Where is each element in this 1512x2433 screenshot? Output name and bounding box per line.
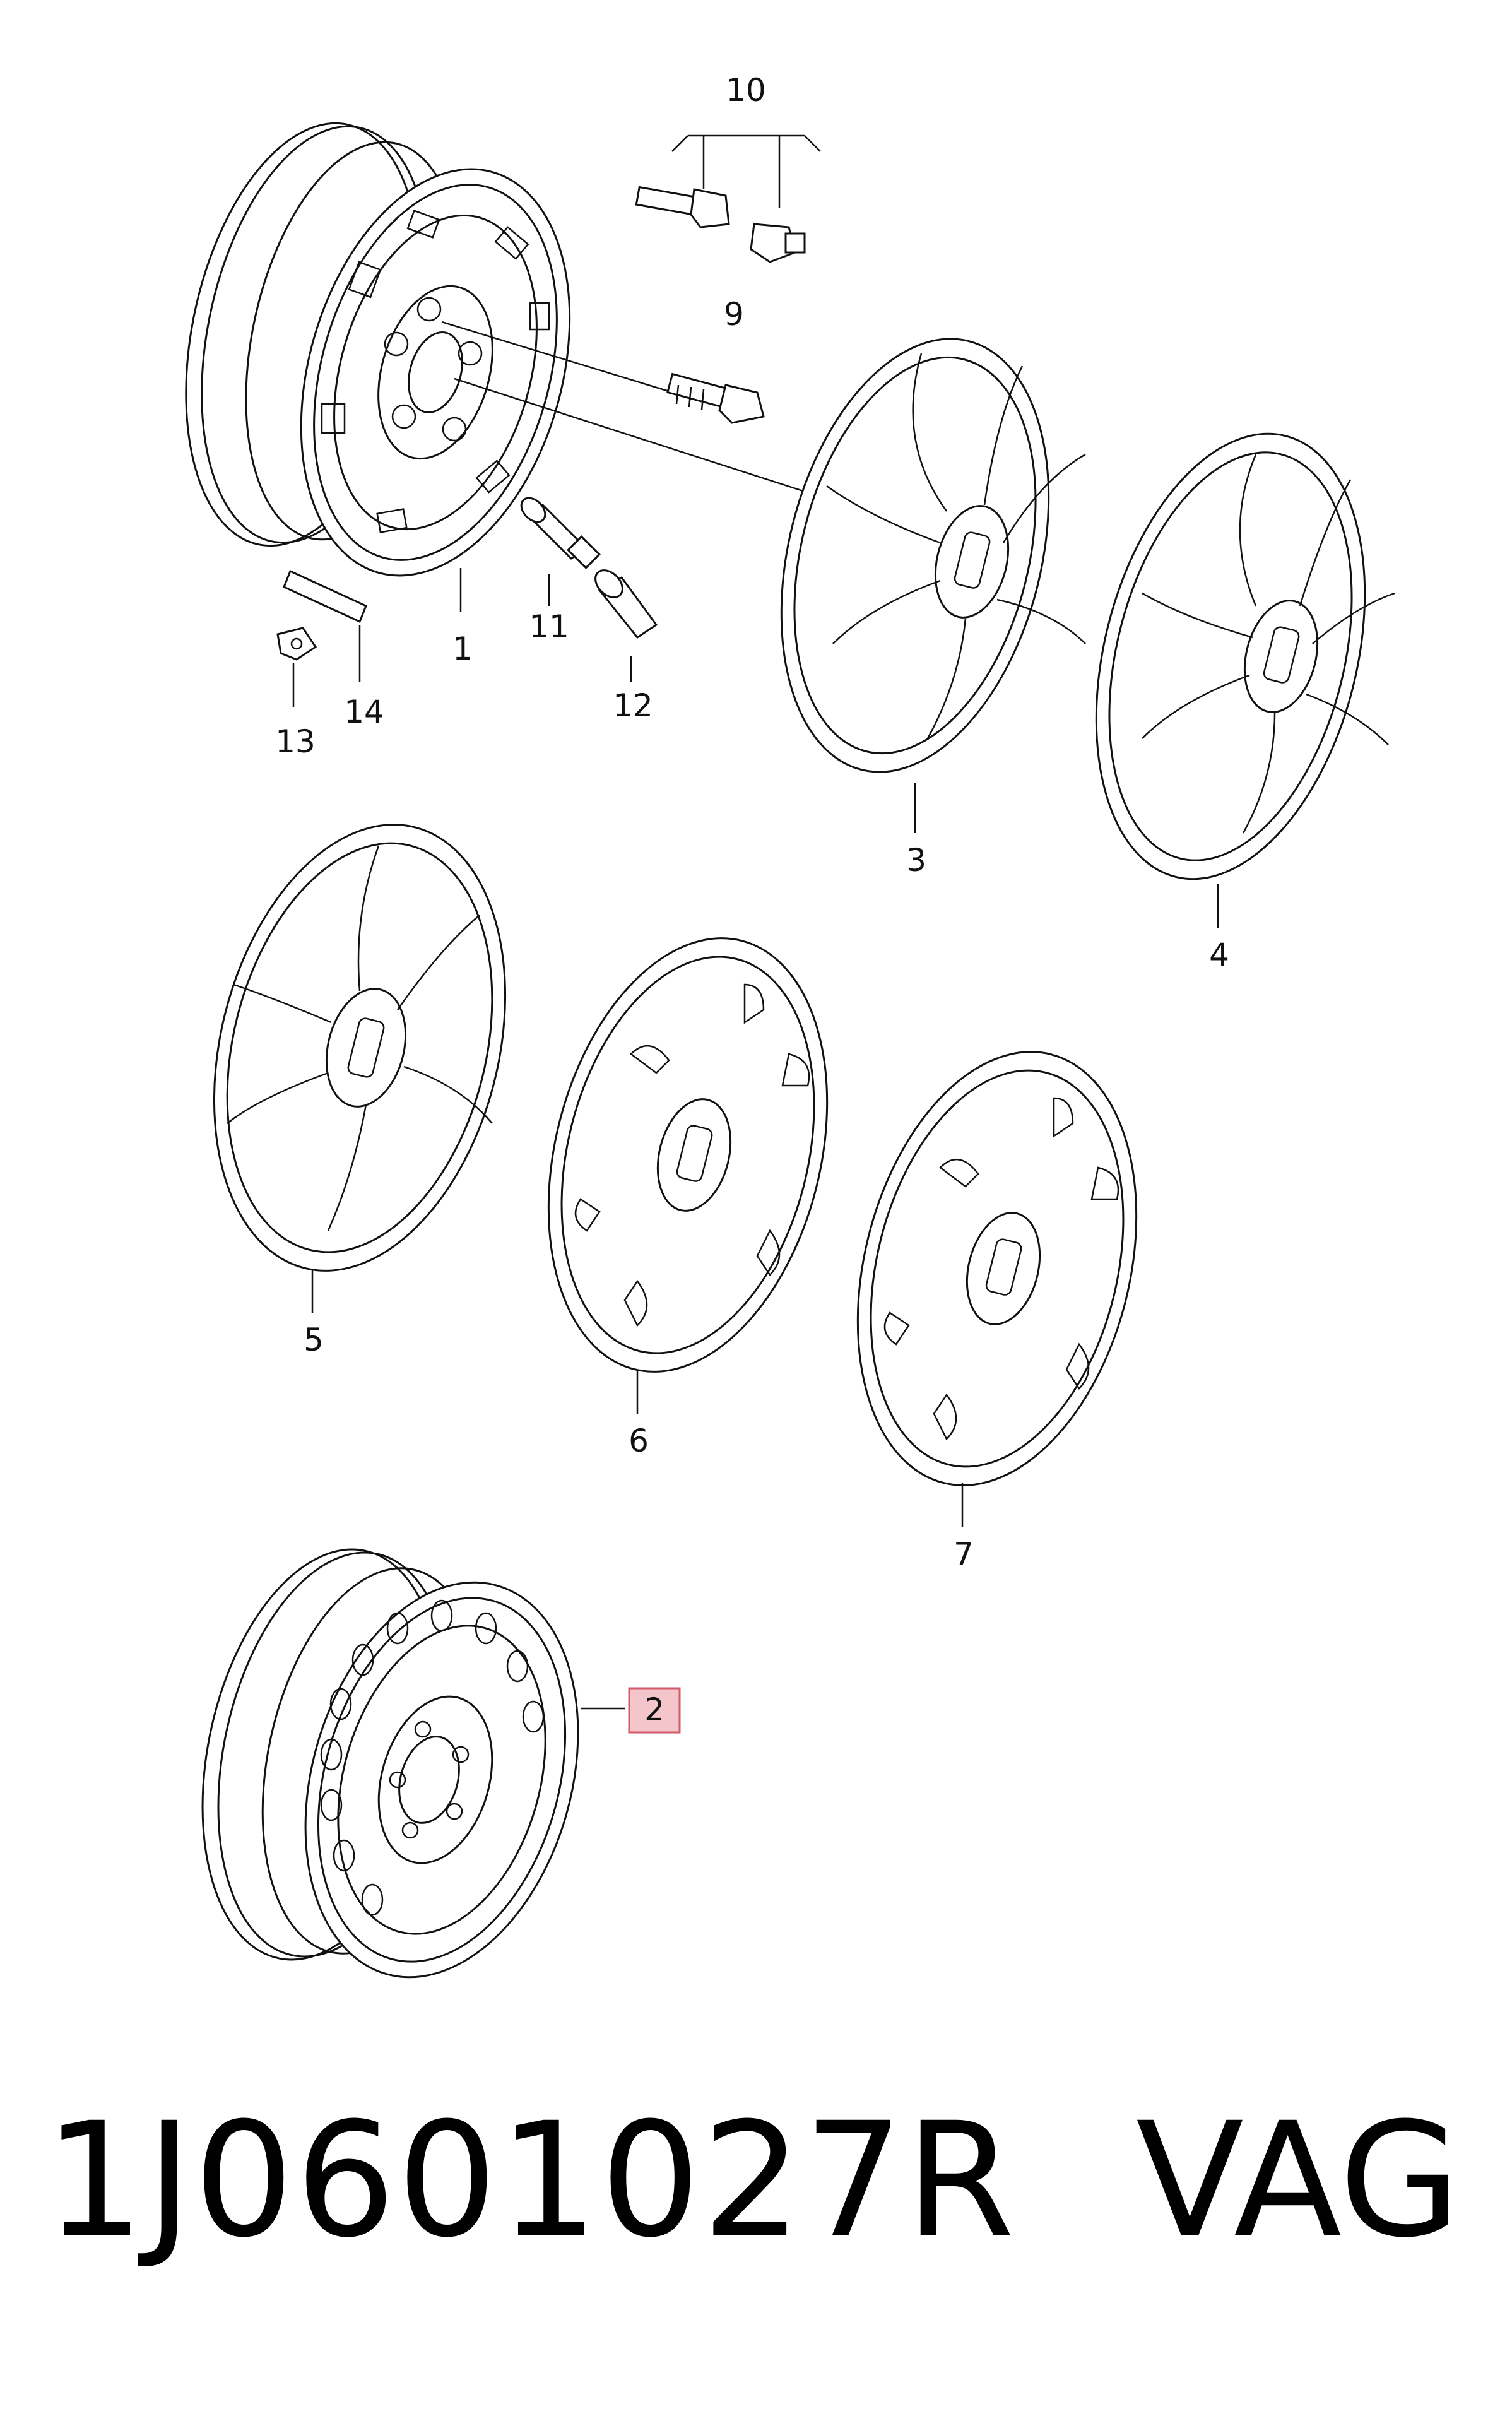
bolt-set-part-10	[635, 134, 821, 263]
balance-weight-part-13	[276, 627, 317, 707]
wheel-cover-part-5	[213, 824, 507, 1313]
brand-name: VAG	[1136, 2088, 1462, 2272]
balance-weight-part-14	[283, 569, 367, 682]
callout-2-highlight	[628, 1687, 681, 1734]
wheel-cover-part-3	[780, 338, 1086, 833]
steel-wheel-part-1	[185, 122, 571, 577]
callout-4: 4	[1209, 937, 1229, 973]
valve-part-12	[594, 569, 658, 682]
callout-1: 1	[452, 630, 473, 667]
callout-12: 12	[613, 687, 653, 724]
callout-13: 13	[275, 723, 316, 760]
valve-part-11	[520, 497, 601, 606]
callout-11: 11	[529, 608, 569, 645]
part-number: 1J0601027R	[44, 2088, 1016, 2272]
callout-5: 5	[304, 1322, 324, 1358]
callout-6: 6	[629, 1423, 649, 1459]
wheel-cover-part-6	[547, 937, 829, 1414]
callout-14: 14	[344, 694, 384, 730]
callout-2: 2	[644, 1691, 664, 1728]
callout-3: 3	[906, 842, 926, 879]
steel-wheel-part-2	[201, 1548, 625, 1979]
parts-diagram: 1 2 3 4 5 6 7 9 10 11 12 13 14	[185, 72, 1395, 1979]
wheel-cover-part-7	[856, 1051, 1138, 1527]
wheel-bolt-part-9	[666, 372, 765, 424]
callout-10: 10	[726, 72, 766, 109]
callout-9: 9	[724, 296, 744, 333]
callout-7: 7	[954, 1536, 974, 1573]
wheel-cover-part-4	[1095, 432, 1395, 928]
